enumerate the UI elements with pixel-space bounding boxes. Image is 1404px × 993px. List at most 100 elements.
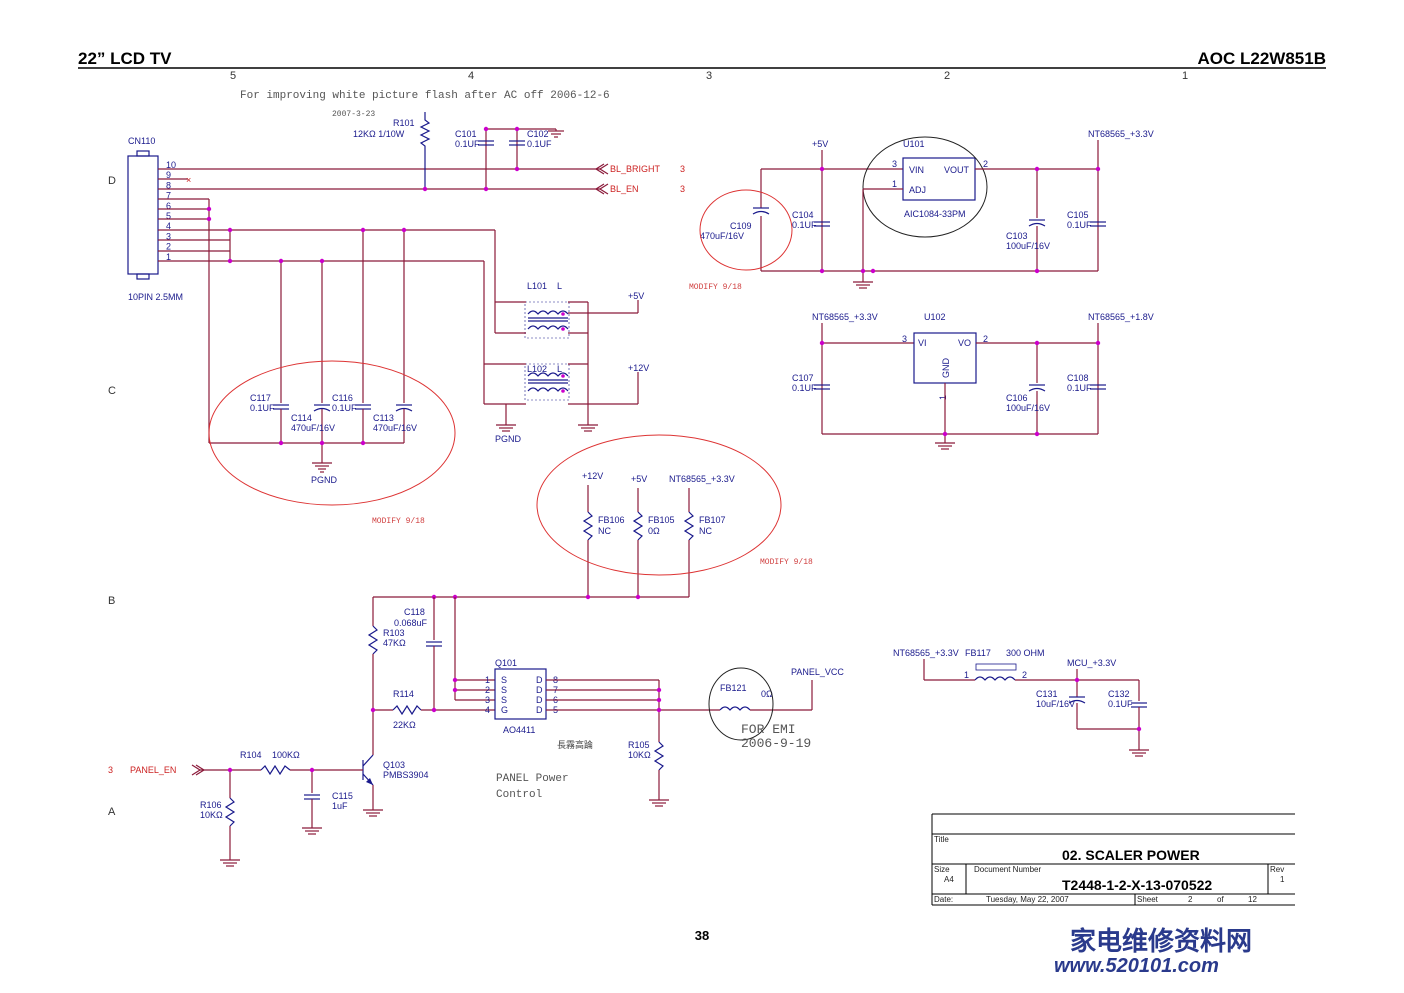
svg-text:CN110: CN110 [128, 136, 155, 146]
improvement-note: For improving white picture flash after … [240, 90, 610, 102]
svg-text:www.520101.com: www.520101.com [1054, 955, 1219, 977]
svg-text:L: L [557, 281, 562, 291]
svg-text:10PIN 2.5MM: 10PIN 2.5MM [128, 292, 183, 302]
sheet-header: 22” LCD TV AOC L22W851B 5 4 3 2 1 D C B … [78, 49, 1326, 818]
svg-text:3: 3 [108, 765, 113, 775]
svg-text:C102: C102 [527, 129, 549, 139]
svg-text:10uF/16V: 10uF/16V [1036, 699, 1075, 709]
q101-pin-label: 4 [485, 705, 490, 715]
svg-text:22KΩ: 22KΩ [393, 720, 416, 730]
svg-text:100uF/16V: 100uF/16V [1006, 403, 1050, 413]
svg-text:10KΩ: 10KΩ [628, 750, 651, 760]
svg-text:47KΩ: 47KΩ [383, 638, 406, 648]
svg-text:Size: Size [934, 865, 950, 874]
svg-text:AIC1084-33PM: AIC1084-33PM [904, 209, 966, 219]
svg-text:2: 2 [1022, 670, 1027, 680]
svg-text:NT68565_+3.3V: NT68565_+3.3V [1088, 129, 1154, 139]
zone-number-1: 1 [1182, 70, 1188, 82]
svg-text:C101: C101 [455, 129, 477, 139]
svg-text:+5V: +5V [631, 474, 647, 484]
svg-text:L102: L102 [527, 364, 547, 374]
zone-letter-a: A [108, 806, 116, 818]
svg-text:PANEL_VCC: PANEL_VCC [791, 667, 844, 677]
svg-text:R104: R104 [240, 750, 262, 760]
svg-text:2: 2 [1188, 895, 1193, 904]
svg-text:of: of [1217, 895, 1224, 904]
svg-text:L: L [557, 364, 562, 374]
mcu-supply-filter: NT68565_+3.3V FB117 300 OHM 1 2 MCU_+3.3… [893, 648, 1149, 757]
svg-text:100KΩ: 100KΩ [272, 750, 300, 760]
svg-text:+12V: +12V [582, 471, 603, 481]
svg-text:C114: C114 [291, 413, 312, 423]
svg-text:FB105: FB105 [648, 515, 675, 525]
model-title: AOC L22W851B [1198, 49, 1326, 68]
backlight-filter: R101 12KΩ 1/10W C101 0.1UF C102 0.1UF [353, 112, 564, 192]
svg-text:0.1UF: 0.1UF [792, 220, 817, 230]
connector-pin-number: 5 [166, 211, 171, 221]
svg-text:AO4411: AO4411 [503, 725, 535, 735]
svg-text:C113: C113 [373, 413, 394, 423]
svg-text:2006-9-19: 2006-9-19 [741, 736, 811, 751]
connector-pin-number: 3 [166, 231, 171, 241]
svg-text:MODIFY 9/18: MODIFY 9/18 [760, 558, 813, 567]
svg-text:12: 12 [1248, 895, 1257, 904]
connector-pin-number: 4 [166, 221, 171, 231]
svg-text:PGND: PGND [311, 475, 338, 485]
svg-text:FB106: FB106 [598, 515, 625, 525]
svg-text:GND: GND [941, 358, 951, 379]
svg-text:FB107: FB107 [699, 515, 726, 525]
svg-text:Document Number: Document Number [974, 865, 1041, 874]
chinese-annotation: 長霧高踚 [557, 739, 593, 750]
svg-text:R101: R101 [393, 118, 415, 128]
svg-text:C107: C107 [792, 373, 814, 383]
connector-pin-number: 6 [166, 201, 171, 211]
svg-text:×: × [186, 175, 191, 185]
zone-letter-d: D [108, 175, 116, 187]
svg-text:A4: A4 [944, 875, 954, 884]
svg-text:1: 1 [1280, 875, 1285, 884]
svg-text:PGND: PGND [495, 434, 522, 444]
svg-text:FB121: FB121 [720, 683, 747, 693]
svg-text:VO: VO [958, 338, 971, 348]
svg-text:FOR EMI: FOR EMI [741, 722, 796, 737]
connector-pin-number: 7 [166, 191, 171, 201]
zone-number-2: 2 [944, 70, 950, 82]
svg-text:MODIFY 9/18: MODIFY 9/18 [689, 283, 742, 292]
svg-text:0.1UF: 0.1UF [792, 383, 817, 393]
svg-text:家电维修资料网: 家电维修资料网 [1070, 926, 1252, 957]
svg-text:FB117: FB117 [965, 648, 991, 658]
svg-text:Sheet: Sheet [1137, 895, 1159, 904]
svg-text:100uF/16V: 100uF/16V [1006, 241, 1050, 251]
svg-text:C104: C104 [792, 210, 814, 220]
svg-text:NC: NC [699, 526, 712, 536]
input-capacitor-bank: PGND C117 0.1UF C114 470uF/16V C116 0.1U… [208, 227, 456, 526]
document-number: T2448-1-2-X-13-070522 [1062, 877, 1212, 893]
svg-text:1: 1 [892, 179, 897, 189]
svg-text:U101: U101 [903, 139, 925, 149]
svg-text:ADJ: ADJ [909, 185, 926, 195]
svg-text:3: 3 [680, 164, 685, 174]
svg-text:2: 2 [983, 159, 988, 169]
site-watermark: 家电维修资料网 www.520101.com [1054, 926, 1252, 977]
svg-text:10KΩ: 10KΩ [200, 810, 223, 820]
svg-text:470uF/16V: 470uF/16V [291, 423, 335, 433]
q101-pin-label: S [501, 675, 507, 685]
svg-text:3: 3 [902, 334, 907, 344]
svg-text:C108: C108 [1067, 373, 1089, 383]
panel-voltage-select: +12V +5V NT68565_+3.3V FB106 NC FB105 0Ω… [373, 434, 813, 600]
svg-text:C106: C106 [1006, 393, 1028, 403]
svg-text:0Ω: 0Ω [648, 526, 660, 536]
svg-text:0Ω: 0Ω [761, 689, 773, 699]
svg-text:12KΩ 1/10W: 12KΩ 1/10W [353, 129, 405, 139]
svg-text:VOUT: VOUT [944, 165, 970, 175]
q101-pin-label: G [501, 705, 508, 715]
svg-text:Control: Control [496, 789, 542, 801]
svg-text:L101: L101 [527, 281, 547, 291]
svg-text:NT68565_+3.3V: NT68565_+3.3V [893, 648, 959, 658]
zone-letter-c: C [108, 385, 116, 397]
svg-text:VIN: VIN [909, 165, 924, 175]
svg-text:Q103: Q103 [383, 760, 405, 770]
svg-text:0.1UF: 0.1UF [455, 139, 480, 149]
svg-text:BL_BRIGHT: BL_BRIGHT [610, 164, 661, 174]
